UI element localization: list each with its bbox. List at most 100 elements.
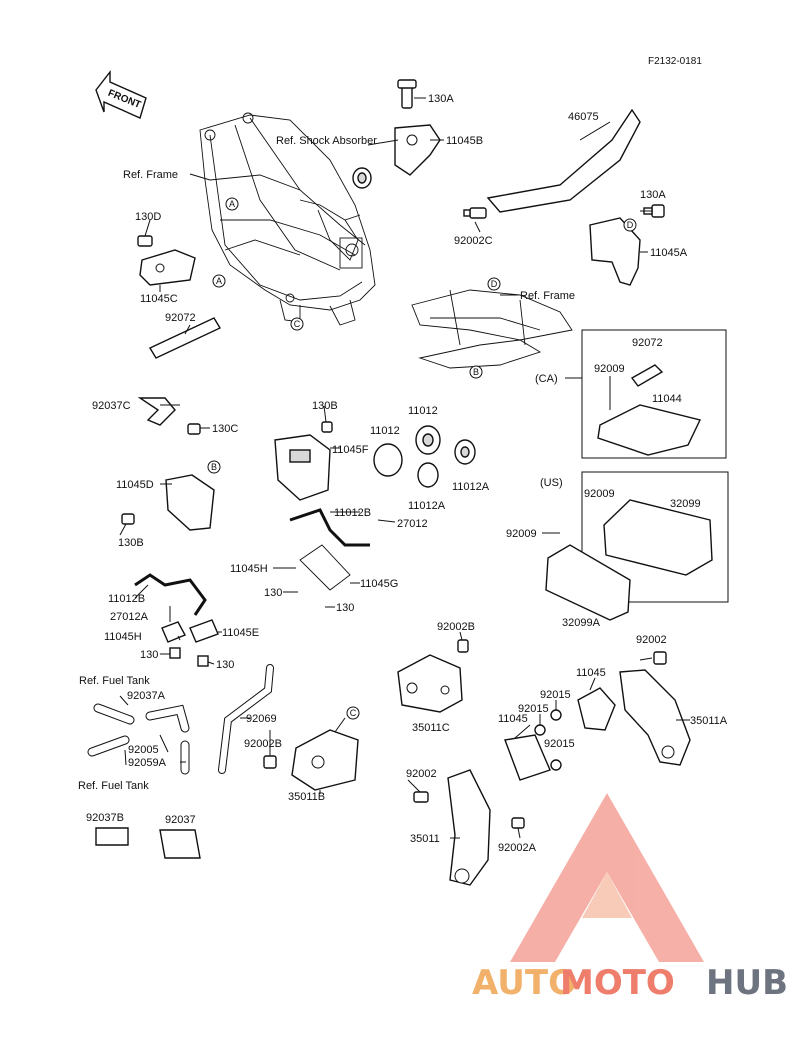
automotohub-watermark: AUTO MOTO HUB (472, 793, 788, 1003)
label-ref-shock: Ref. Shock Absorber (276, 135, 377, 147)
marker-C1: C (290, 317, 304, 331)
label-11045E: 11045E (222, 627, 259, 639)
label-27012A: 27012A (110, 611, 149, 623)
part-92037C (137, 397, 201, 435)
label-130B-left: 130B (118, 537, 144, 549)
label-11045D: 11045D (116, 479, 154, 491)
marker-D2: D (623, 218, 637, 232)
leader-lines (119, 97, 690, 839)
part-32099 (603, 499, 713, 576)
nuts-92015 (534, 709, 562, 771)
label-130-left1: 130 (140, 649, 158, 661)
label-ref-frame-top: Ref. Frame (123, 169, 178, 181)
labels: 130A 46075 Ref. Shock Absorber 11045B Re… (78, 93, 728, 854)
label-92037A: 92037A (127, 690, 166, 702)
part-32099A (545, 544, 631, 621)
label-32099: 32099 (670, 498, 701, 510)
part-11045F (274, 421, 333, 501)
part-35011B (263, 729, 359, 791)
label-35011C: 35011C (412, 722, 450, 734)
part-11045C (137, 235, 196, 286)
label-46075: 46075 (568, 111, 599, 123)
label-92072-left: 92072 (165, 312, 196, 324)
label-11012-a: 11012 (370, 425, 400, 437)
marker-A1: A (225, 197, 239, 211)
svg-text:A: A (216, 276, 222, 286)
part-92037 (159, 829, 201, 859)
svg-text:A: A (229, 199, 235, 209)
label-11045-l: 11045 (498, 713, 528, 725)
ca-box (581, 329, 727, 459)
label-11045A: 11045A (650, 247, 688, 259)
grommets-11012 (373, 425, 476, 488)
part-35011A (577, 651, 691, 766)
label-130-left2: 130 (216, 659, 234, 671)
svg-text:C: C (294, 319, 301, 329)
label-35011B: 35011B (288, 791, 325, 803)
svg-text:D: D (627, 220, 634, 230)
label-130-mid1: 130 (264, 587, 282, 599)
label-130D: 130D (135, 211, 161, 223)
shock-bracket-group (352, 79, 441, 189)
label-11012B-mid: 11012B (334, 507, 371, 519)
marker-A2: A (212, 274, 226, 288)
part-35011 (413, 734, 551, 886)
label-32099A: 32099A (562, 617, 601, 629)
label-92002B-top: 92002B (437, 621, 475, 633)
label-ref-fuel-top: Ref. Fuel Tank (79, 675, 150, 687)
label-92002-lower: 92002 (406, 768, 437, 780)
part-11044 (597, 404, 702, 456)
label-130-mid2: 130 (336, 602, 354, 614)
label-130A-top: 130A (428, 93, 454, 105)
label-130C: 130C (212, 423, 238, 435)
label-11045-r: 11045 (576, 667, 606, 679)
label-130B-top: 130B (312, 400, 338, 412)
watermark-auto: AUTO (472, 963, 577, 1003)
label-92037B: 92037B (86, 812, 124, 824)
label-92015-a: 92015 (540, 689, 571, 701)
label-11044: 11044 (652, 393, 682, 405)
label-11012A-r: 11012A (452, 481, 490, 493)
svg-text:C: C (350, 708, 357, 718)
part-92037B (95, 827, 129, 846)
label-92015-c: 92015 (544, 738, 575, 750)
drawing-code: F2132-0181 (648, 56, 702, 67)
label-92002B-mid: 92002B (244, 738, 282, 750)
triangle-logo-icon (510, 793, 704, 962)
part-35011C (397, 639, 469, 713)
label-35011: 35011 (410, 833, 440, 845)
part-46075 (486, 108, 641, 213)
label-11012A-m: 11012A (408, 500, 446, 512)
label-11045C: 11045C (140, 293, 178, 305)
part-92072-left (149, 317, 221, 359)
marker-D1: D (487, 277, 501, 291)
label-92002-right: 92002 (636, 634, 667, 646)
part-11045A (589, 204, 665, 286)
label-11045B: 11045B (446, 135, 483, 147)
fuel-hoses (87, 703, 190, 775)
label-11045F: 11045F (332, 444, 369, 456)
label-92015-b: 92015 (518, 703, 549, 715)
label-ca: (CA) (535, 373, 558, 385)
part-11045E-H (161, 619, 219, 667)
label-11045H-mid: 11045H (230, 563, 268, 575)
svg-text:B: B (473, 367, 479, 377)
label-92037: 92037 (165, 814, 196, 826)
watermark-moto: MOTO (560, 963, 675, 1003)
label-92037C: 92037C (92, 400, 131, 412)
label-92009-mid: 92009 (506, 528, 537, 540)
label-11012-b: 11012 (408, 405, 438, 417)
label-27012-mid: 27012 (397, 518, 428, 530)
part-11045G (299, 544, 351, 591)
label-92005: 92005 (128, 744, 159, 756)
label-92072-ca: 92072 (632, 337, 663, 349)
label-92002A: 92002A (498, 842, 537, 854)
label-11045G: 11045G (360, 578, 398, 590)
label-ref-fuel-bot: Ref. Fuel Tank (78, 780, 149, 792)
front-arrow-icon: FRONT (95, 69, 147, 119)
marker-B1: B (469, 365, 483, 379)
label-92009-ca: 92009 (594, 363, 625, 375)
part-92072-ca (630, 364, 664, 387)
marker-C2: C (346, 706, 360, 720)
